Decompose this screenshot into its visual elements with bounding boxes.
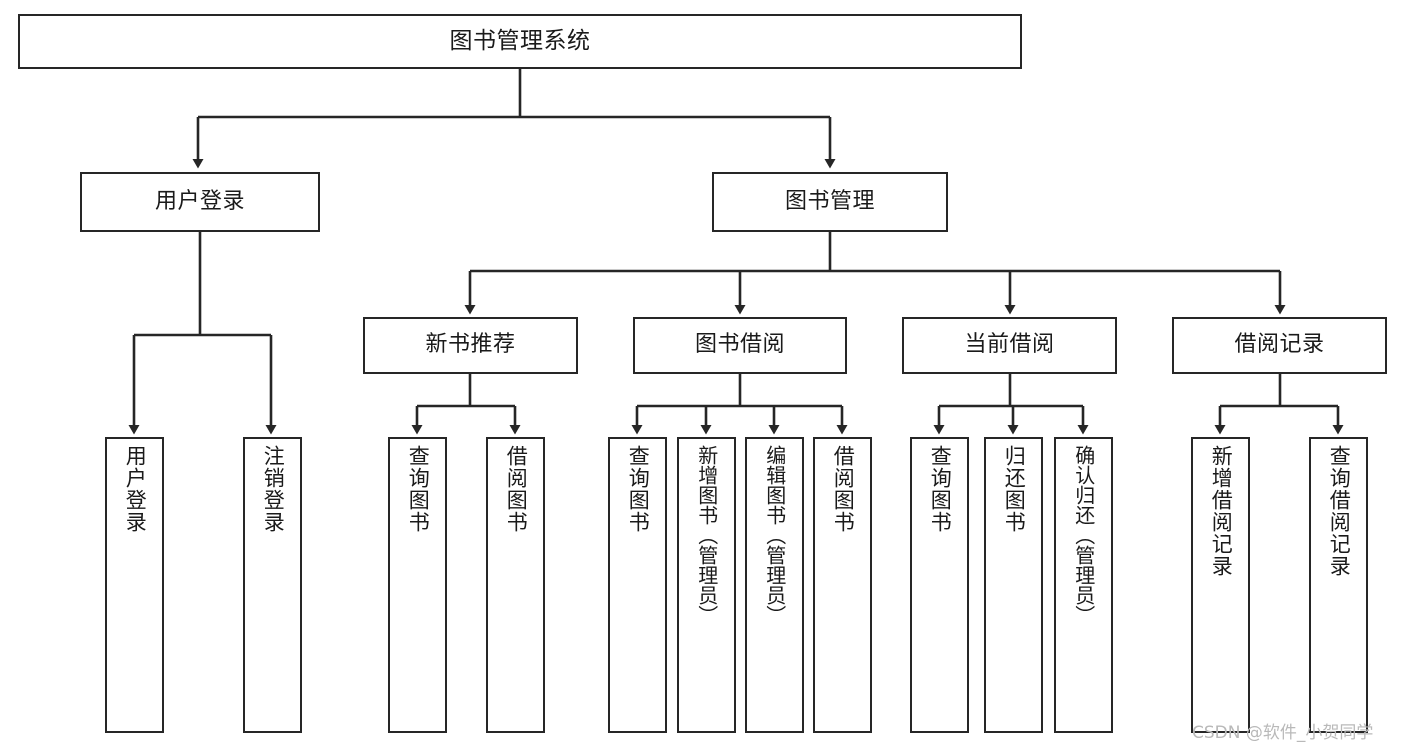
node-leaf-return-book[interactable]: 归还图书 — [984, 437, 1043, 733]
node-borrow-record[interactable]: 借阅记录 — [1172, 317, 1387, 374]
node-leaf-add-record[interactable]: 新增借阅记录 — [1191, 437, 1250, 733]
node-current-borrow-label: 当前借阅 — [964, 332, 1055, 358]
node-leaf-edit-book[interactable]: 编辑图书（管理员） — [745, 437, 804, 733]
node-leaf-query-book-1[interactable]: 查询图书 — [388, 437, 447, 733]
node-book-borrow-label: 图书借阅 — [694, 332, 785, 358]
node-leaf-edit-book-label: 编辑图书（管理员） — [762, 445, 787, 625]
node-borrow-record-label: 借阅记录 — [1234, 332, 1325, 358]
node-leaf-user-login[interactable]: 用户登录 — [105, 437, 164, 733]
node-leaf-query-book-3-label: 查询图书 — [928, 445, 953, 533]
node-leaf-query-book-2[interactable]: 查询图书 — [608, 437, 667, 733]
node-leaf-borrow-book-1-label: 借阅图书 — [504, 445, 529, 533]
node-book-manage-label: 图书管理 — [784, 188, 875, 214]
node-leaf-user-login-label: 用户登录 — [123, 445, 148, 533]
node-leaf-borrow-book-2-label: 借阅图书 — [831, 445, 856, 533]
node-leaf-borrow-book-1[interactable]: 借阅图书 — [486, 437, 545, 733]
node-leaf-return-book-label: 归还图书 — [1002, 445, 1027, 533]
node-leaf-add-book-label: 新增图书（管理员） — [694, 445, 719, 625]
node-leaf-confirm-return[interactable]: 确认归还（管理员） — [1054, 437, 1113, 733]
node-book-borrow[interactable]: 图书借阅 — [633, 317, 847, 374]
node-leaf-query-record[interactable]: 查询借阅记录 — [1309, 437, 1368, 733]
node-leaf-query-book-3[interactable]: 查询图书 — [910, 437, 969, 733]
node-user-login-label: 用户登录 — [154, 188, 245, 214]
node-leaf-borrow-book-2[interactable]: 借阅图书 — [813, 437, 872, 733]
node-leaf-query-book-1-label: 查询图书 — [406, 445, 431, 533]
node-new-book-recommend-label: 新书推荐 — [425, 332, 516, 358]
node-current-borrow[interactable]: 当前借阅 — [902, 317, 1117, 374]
node-leaf-query-book-2-label: 查询图书 — [626, 445, 651, 533]
node-leaf-query-record-label: 查询借阅记录 — [1327, 445, 1352, 577]
watermark-csdn: CSDN @软件_小贺同学 — [1192, 723, 1374, 743]
node-leaf-logout[interactable]: 注销登录 — [243, 437, 302, 733]
node-book-manage[interactable]: 图书管理 — [712, 172, 948, 232]
node-leaf-logout-label: 注销登录 — [261, 445, 286, 533]
node-leaf-add-record-label: 新增借阅记录 — [1209, 445, 1234, 577]
node-new-book-recommend[interactable]: 新书推荐 — [363, 317, 578, 374]
node-user-login[interactable]: 用户登录 — [80, 172, 320, 232]
node-root[interactable]: 图书管理系统 — [18, 14, 1022, 69]
node-root-label: 图书管理系统 — [449, 27, 591, 54]
node-leaf-add-book[interactable]: 新增图书（管理员） — [677, 437, 736, 733]
node-leaf-confirm-return-label: 确认归还（管理员） — [1071, 445, 1096, 625]
